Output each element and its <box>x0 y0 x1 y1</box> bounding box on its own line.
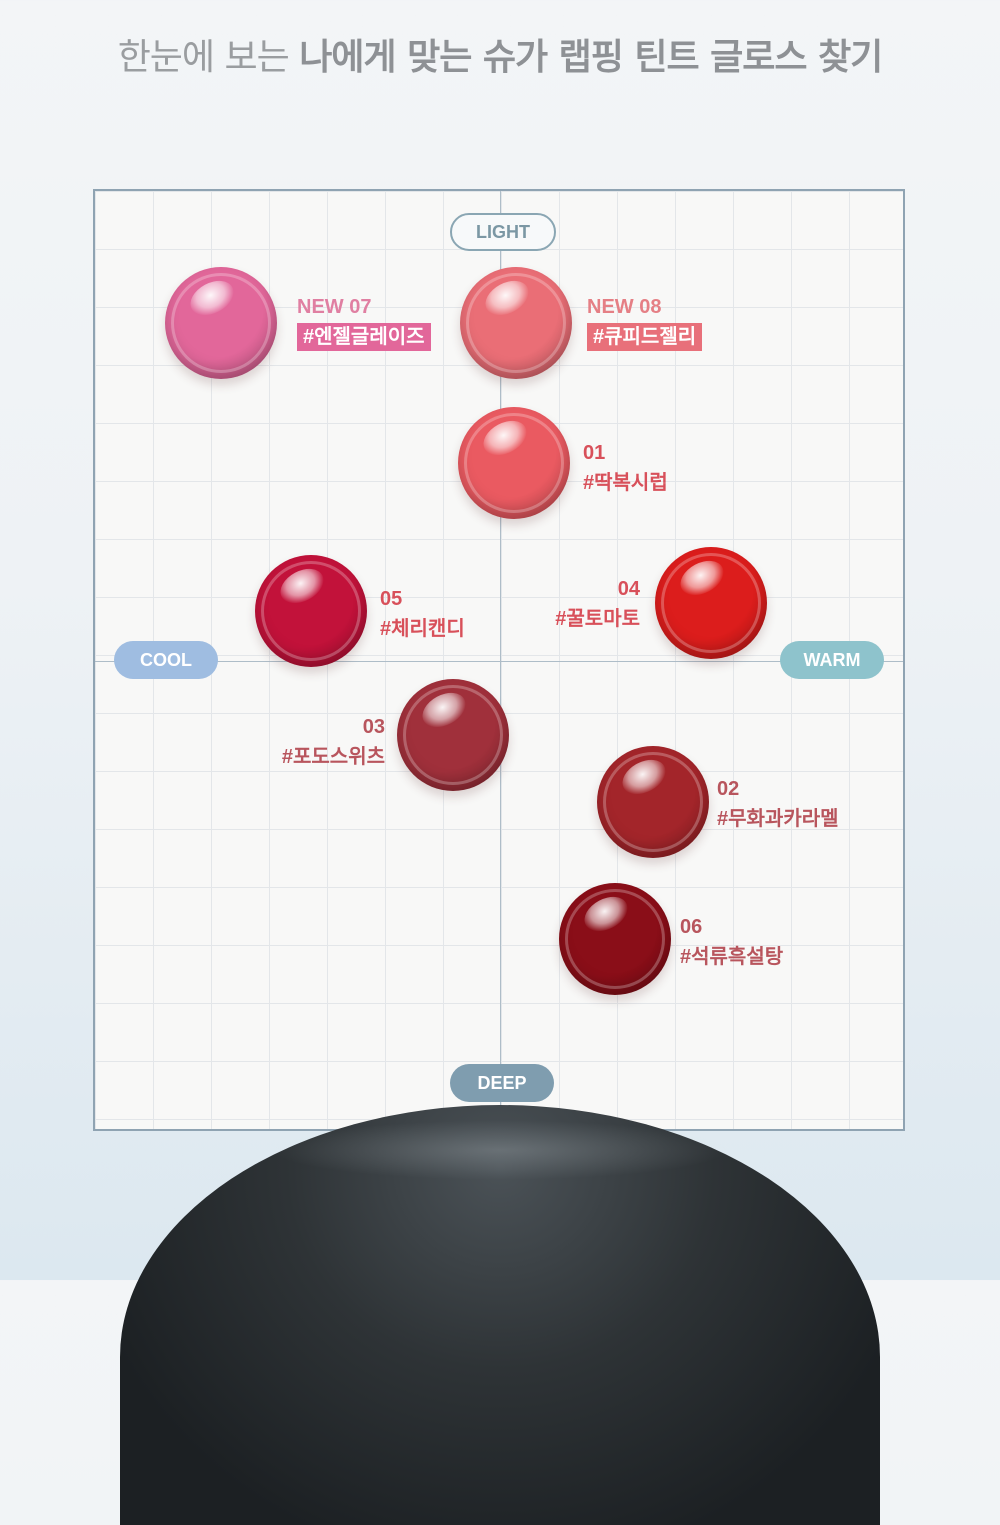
shade-number: 06 <box>680 916 703 938</box>
swatch-06 <box>559 883 671 995</box>
shade-name: #꿀토마토 <box>555 608 640 630</box>
shade-map-board: LIGHT DEEP COOL WARM NEW 07 #엔젤글레이즈 NEW … <box>93 189 905 1131</box>
shade-label-06: 06 #석류흑설탕 <box>680 915 783 971</box>
swatch-03 <box>397 679 509 791</box>
shade-name-tag: #큐피드젤리 <box>587 323 703 351</box>
horizontal-axis-line <box>95 661 903 662</box>
swatch-01 <box>458 407 570 519</box>
shade-number: 01 <box>583 442 606 464</box>
swatch-04 <box>655 547 767 659</box>
shade-label-01: 01 #딱복시럽 <box>583 441 668 497</box>
axis-label-light: LIGHT <box>450 213 556 251</box>
shade-number: 02 <box>717 778 740 800</box>
shade-label-05: 05 #체리캔디 <box>380 587 465 643</box>
headline-regular: 한눈에 보는 <box>117 37 290 78</box>
hair-highlight <box>270 1120 730 1180</box>
shade-name: #체리캔디 <box>380 618 465 640</box>
shade-label-new08: NEW 08 #큐피드젤리 <box>587 295 703 351</box>
shade-name-tag: #엔젤글레이즈 <box>297 323 431 351</box>
axis-label-cool: COOL <box>114 641 218 679</box>
shade-number: 04 <box>617 578 640 600</box>
axis-label-warm: WARM <box>780 641 884 679</box>
shade-name: #딱복시럽 <box>583 472 668 494</box>
page-headline: 한눈에 보는 나에게 맞는 슈가 랩핑 틴트 글로스 찾기 <box>0 28 1000 80</box>
swatch-new07 <box>165 267 277 379</box>
vertical-axis-line <box>500 191 501 1129</box>
shade-number: NEW 07 <box>297 296 372 318</box>
shade-name: #석류흑설탕 <box>680 946 784 968</box>
shade-label-new07: NEW 07 #엔젤글레이즈 <box>297 295 431 351</box>
axis-label-deep: DEEP <box>450 1064 554 1102</box>
shade-name: #포도스위츠 <box>281 746 385 768</box>
swatch-05 <box>255 555 367 667</box>
shade-number: 03 <box>362 716 385 738</box>
shade-number: 05 <box>380 588 403 610</box>
headline-bold: 나에게 맞는 슈가 랩핑 틴트 글로스 찾기 <box>299 37 883 78</box>
swatch-new08 <box>460 267 572 379</box>
shade-label-03: 03 #포도스위츠 <box>245 715 385 771</box>
shade-name: #무화과카라멜 <box>717 808 839 830</box>
shade-label-02: 02 #무화과카라멜 <box>717 777 839 833</box>
shade-label-04: 04 #꿀토마토 <box>515 577 640 633</box>
shade-number: NEW 08 <box>587 296 662 318</box>
swatch-02 <box>597 746 709 858</box>
